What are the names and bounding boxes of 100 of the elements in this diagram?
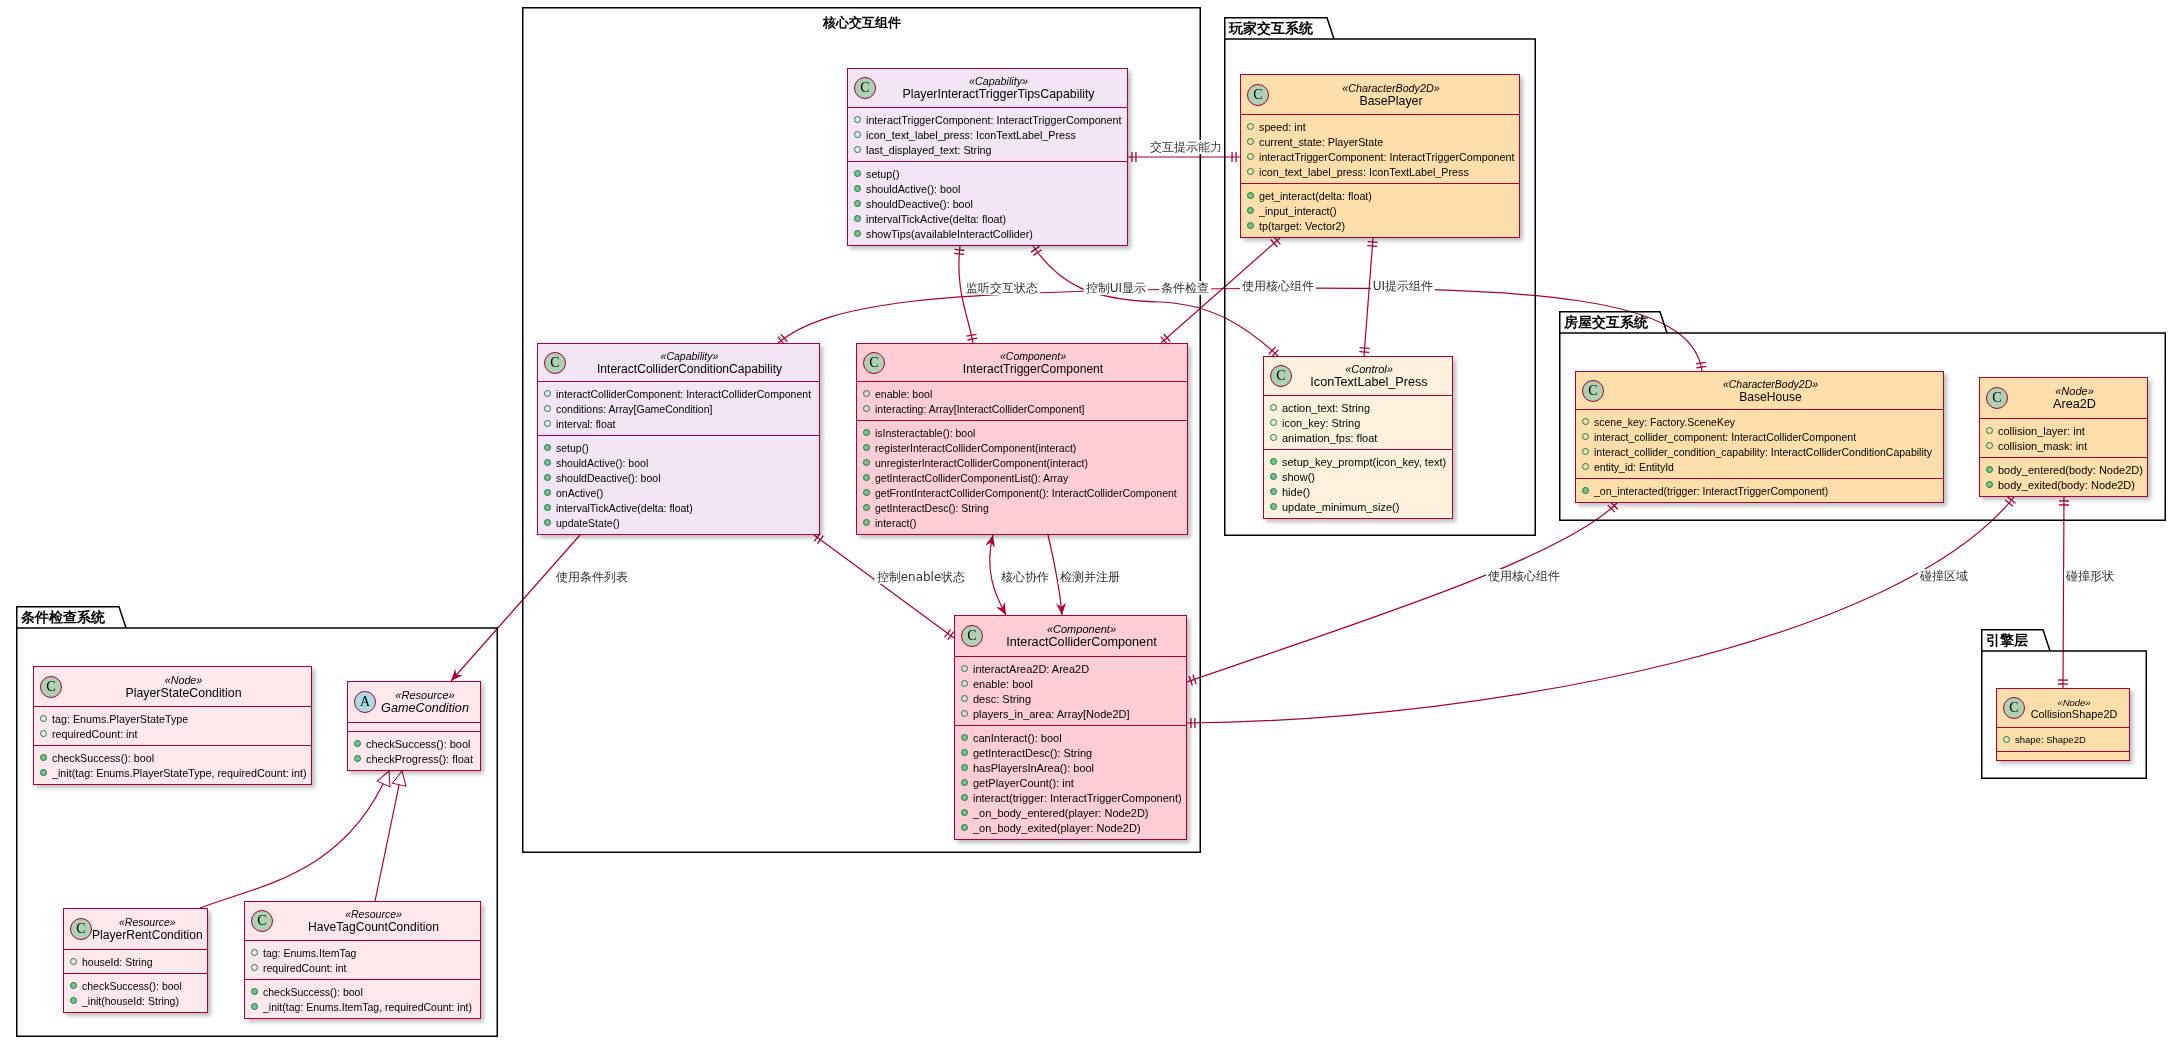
method-text: getFrontInteractColliderComponent(): InteractColliderComponent (875, 486, 1177, 499)
class-name: BasePlayer (1359, 93, 1423, 108)
class-marker: C (1582, 379, 1604, 402)
class-name: InteractColliderConditionCapability (595, 361, 784, 376)
stereotype-text: «Resource» (394, 689, 456, 701)
edge-label: 条件检查 (1159, 281, 1211, 295)
attribute-text: tag: Enums.ItemTag (263, 946, 357, 959)
connector (1186, 495, 2016, 728)
method-text: _on_interacted(trigger: InteractTriggerComponent) (1594, 484, 1829, 497)
method-text: interact() (875, 516, 917, 529)
connector (813, 532, 955, 641)
stereotype-text: «Resource» (118, 916, 177, 928)
class-marker: C (2003, 697, 2025, 719)
method-text: isInsteractable(): bool (875, 426, 976, 439)
package-title: 引擎层 (1986, 632, 2028, 650)
class-name: PlayerRentCondition (92, 928, 203, 942)
class-box (954, 615, 1187, 840)
attribute-text: desc: String (973, 692, 1032, 705)
stereotype-text: «Component» (999, 349, 1067, 362)
package-title: 玩家交互系统 (1229, 20, 1313, 38)
method-text: _on_body_exited(player: Node2D) (973, 821, 1141, 834)
class-marker: C (961, 625, 983, 647)
method-text: hide() (1282, 485, 1311, 498)
method-text: interact(trigger: InteractTriggerComponent) (973, 791, 1182, 804)
method-text: show() (1282, 470, 1315, 483)
edge-label: 交互提示能力 (1148, 140, 1224, 154)
attribute-text: animation_fps: float (1282, 431, 1378, 444)
class-box (856, 343, 1188, 535)
method-text: checkSuccess(): bool (82, 979, 182, 992)
connector (2058, 496, 2069, 689)
class-name: PlayerInteractTriggerTipsCapability (901, 87, 1096, 101)
stereotype-text: «Node» (163, 673, 204, 686)
attribute-text: interact_collider_component: InteractColliderComponent (1594, 430, 1857, 443)
arrow (450, 534, 581, 682)
method-text: checkSuccess(): bool (52, 751, 155, 764)
connector (1030, 245, 1279, 358)
connector (1359, 237, 1378, 357)
class-name: CollisionShape2D (2029, 707, 2119, 720)
edge-label: 控制UI显示 (1083, 281, 1149, 295)
attribute-text: players_in_area: Array[Node2D] (973, 707, 1130, 720)
class-marker: C (854, 77, 876, 99)
attribute-text: enable: bool (973, 677, 1033, 690)
class-box (63, 908, 208, 1013)
edge-label: 使用核心组件 (1486, 569, 1562, 583)
class-name: GameCondition (380, 701, 470, 715)
edge-label: 控制enable状态 (874, 570, 968, 584)
class-box (244, 901, 481, 1019)
arrow (985, 534, 1007, 616)
class-box (1979, 377, 2148, 497)
attribute-text: speed: int (1259, 120, 1306, 133)
class-name: Area2D (2052, 397, 2097, 411)
class-box (1240, 74, 1520, 238)
attribute-text: action_text: String (1282, 401, 1371, 414)
method-text: showTips(availableInteractCollider) (866, 227, 1033, 240)
stereotype-text: «Component» (1045, 623, 1118, 635)
stereotype-text: «Node» (2056, 696, 2092, 708)
attribute-text: icon_text_label_press: IconTextLabel_Press (866, 128, 1076, 141)
class-box (537, 343, 820, 535)
attribute-text: scene_key: Factory.SceneKey (1594, 415, 1736, 428)
method-text: intervalTickActive(delta: float) (556, 501, 693, 514)
edge-label: 监听交互状态 (964, 281, 1040, 295)
method-text: checkProgress(): float (366, 752, 473, 765)
attribute-text: collision_mask: int (1998, 439, 2088, 452)
attribute-text: icon_key: String (1282, 416, 1361, 429)
stereotype-text: «CharacterBody2D» (1721, 377, 1820, 390)
stereotype-text: «Control» (1344, 363, 1394, 375)
connector (1160, 236, 1281, 345)
connector (954, 245, 978, 344)
class-box (33, 666, 312, 785)
edge-label: 使用条件列表 (554, 570, 630, 584)
edge-label: 碰撞形状 (2064, 569, 2116, 583)
method-text: shouldActive(): bool (866, 182, 961, 195)
attribute-text: interacting: Array[InteractColliderComponent] (875, 402, 1085, 415)
class-name: HaveTagCountCondition (307, 920, 440, 934)
method-text: onActive() (556, 486, 604, 499)
attribute-text: entity_id: EntityId (1594, 460, 1674, 473)
attribute-text: houseId: String (82, 955, 153, 968)
attribute-text: interact_collider_condition_capability: InteractColliderConditionCapability (1594, 445, 1932, 458)
method-text: setup_key_prompt(icon_key, text) (1282, 455, 1447, 468)
method-text: getPlayerCount(): int (973, 776, 1074, 789)
package-frame (16, 606, 498, 1037)
package-title: 核心交互组件 (821, 14, 902, 32)
attribute-text: interactTriggerComponent: InteractTriggerComponent (866, 113, 1122, 126)
method-text: getInteractDesc(): String (973, 746, 1093, 759)
stereotype-text: «Capability» (967, 75, 1030, 87)
method-text: shouldDeactive(): bool (866, 197, 973, 210)
class-marker: A (354, 691, 376, 713)
class-marker: C (251, 910, 273, 932)
arrow (1047, 534, 1066, 616)
connector (1127, 152, 1241, 162)
attribute-text: conditions: Array[GameCondition] (556, 402, 713, 415)
method-text: tp(target: Vector2) (1259, 219, 1346, 232)
method-text: intervalTickActive(delta: float) (866, 212, 1006, 225)
class-box (1263, 356, 1453, 519)
package-title: 条件检查系统 (21, 609, 105, 627)
method-text: getInteractColliderComponentList(): Array (875, 471, 1069, 484)
method-text: update_minimum_size() (1282, 500, 1400, 513)
class-name: IconTextLabel_Press (1309, 375, 1429, 389)
method-text: _init(tag: Enums.ItemTag, requiredCount: int) (263, 1000, 472, 1013)
class-marker: C (863, 351, 885, 374)
